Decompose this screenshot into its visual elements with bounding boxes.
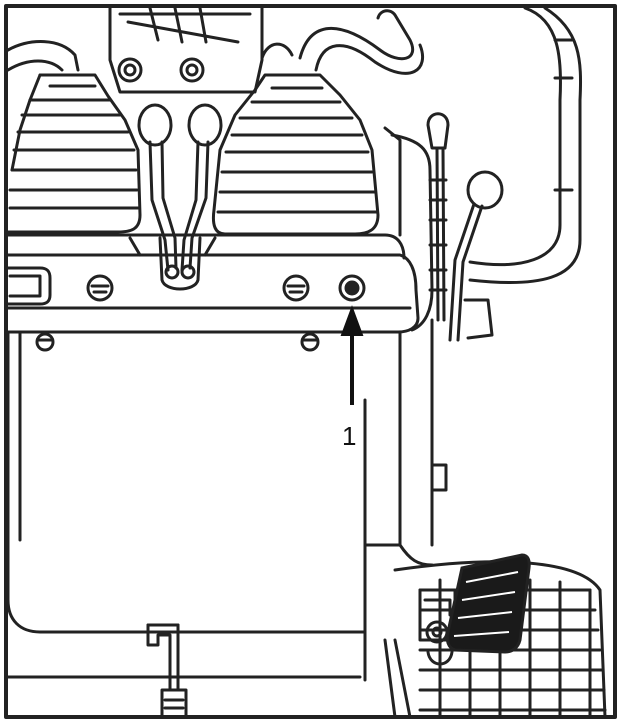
mounting-bracket xyxy=(108,6,264,94)
bolt-left xyxy=(35,332,55,352)
left-joystick xyxy=(6,40,142,234)
side-levers xyxy=(426,112,504,342)
display-window xyxy=(6,266,52,306)
callout-number: 1 xyxy=(342,421,357,451)
callout-arrow xyxy=(340,305,364,405)
seat-frame xyxy=(6,330,402,682)
side-column xyxy=(398,318,448,567)
bottom-lever xyxy=(146,623,188,719)
bolt-right xyxy=(300,332,320,352)
hose xyxy=(298,9,415,61)
control-panel xyxy=(6,126,434,334)
grab-rail xyxy=(468,6,583,285)
hose-outline xyxy=(314,43,425,75)
image-frame xyxy=(4,4,617,719)
twin-levers xyxy=(137,103,223,291)
switch-middle xyxy=(282,274,310,302)
switch-target xyxy=(338,274,366,302)
foot-pedal xyxy=(445,553,531,654)
right-joystick xyxy=(211,42,380,236)
switch-left xyxy=(86,274,114,302)
